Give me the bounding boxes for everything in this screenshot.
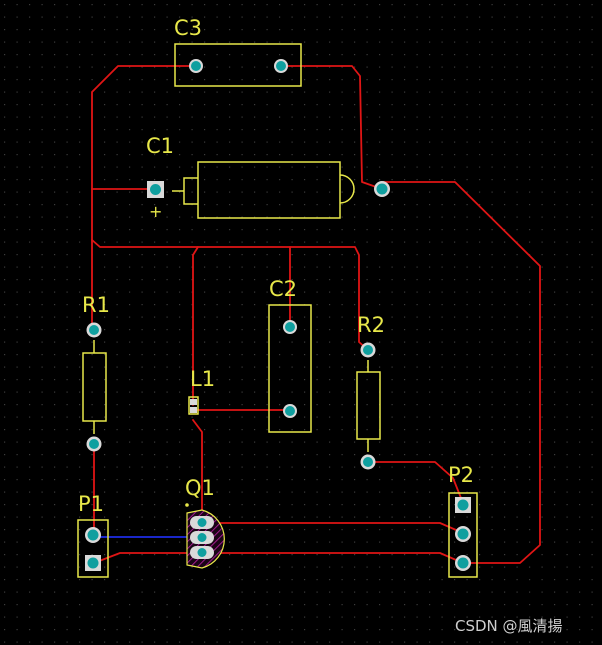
trace-q1-to-p2-pin2[interactable] [201, 522, 464, 534]
c1-end-cap [339, 174, 355, 204]
l1-designator: L1 [190, 367, 215, 391]
l1-pad-2[interactable] [190, 407, 197, 413]
pads-layer [85, 59, 471, 571]
r1-pad-2-copper [89, 439, 99, 449]
q1-pin1-marker [185, 503, 189, 507]
designators-layer: C3 C1 + C2 R1 R2 L1 Q1 P1 P2 [78, 16, 474, 516]
p2-pad-2-copper [457, 528, 469, 540]
c2-pad-1-copper [285, 322, 295, 332]
trace-r2-to-p2-pin1[interactable] [367, 461, 464, 504]
trace-c3-left-to-r1[interactable] [91, 65, 197, 331]
p1-pad-2-copper [87, 557, 99, 569]
p2-pad-3-copper [457, 557, 469, 569]
c3-pad-1-copper [191, 61, 201, 71]
trace-vcc-rail[interactable] [91, 239, 369, 351]
watermark-text: CSDN @風清揚 [455, 617, 563, 635]
l1-outline [188, 396, 199, 415]
r1-pad-1-copper [89, 325, 99, 335]
c3-designator: C3 [174, 16, 202, 40]
c3-pad-2-copper [276, 61, 286, 71]
q1-pad-1-copper [197, 518, 207, 527]
c2-outline [268, 304, 312, 433]
c2-pad-2-copper [285, 406, 295, 416]
c3-outline [174, 43, 302, 87]
c1-pad-negative-copper [376, 183, 388, 195]
c1-body-outline [197, 161, 341, 219]
trace-c1-neg-to-p2-pin3[interactable] [381, 181, 541, 564]
r2-designator: R2 [357, 313, 385, 337]
r2-pad-2-copper [363, 457, 373, 467]
c1-polarity-mark: + [149, 202, 162, 221]
r1-designator: R1 [82, 293, 110, 317]
r2-pad-1-copper [363, 345, 373, 355]
p1-designator: P1 [78, 492, 104, 516]
trace-c3-right-to-c1-neg[interactable] [280, 65, 383, 190]
trace-p1-to-q1[interactable] [93, 552, 203, 564]
p1-outline [77, 519, 109, 578]
silkscreen-layer [77, 43, 478, 578]
q1-pad-3-copper [197, 548, 207, 557]
trace-rail-to-l1[interactable] [192, 246, 199, 406]
p2-designator: P2 [448, 463, 474, 487]
c1-pad-positive-copper [150, 184, 161, 195]
p2-pad-1-copper [457, 499, 469, 511]
trace-q1-to-p2-pin3[interactable] [201, 552, 464, 564]
l1-pad-1[interactable] [190, 399, 197, 405]
top-layer-traces [91, 65, 541, 564]
q1-designator: Q1 [185, 476, 215, 500]
p2-outline [448, 492, 478, 578]
c1-designator: C1 [146, 134, 174, 158]
p1-pad-1-copper [87, 529, 99, 541]
c2-designator: C2 [269, 277, 297, 301]
trace-l1-to-q1[interactable] [192, 419, 203, 524]
q1-pad-2-copper [197, 533, 207, 542]
